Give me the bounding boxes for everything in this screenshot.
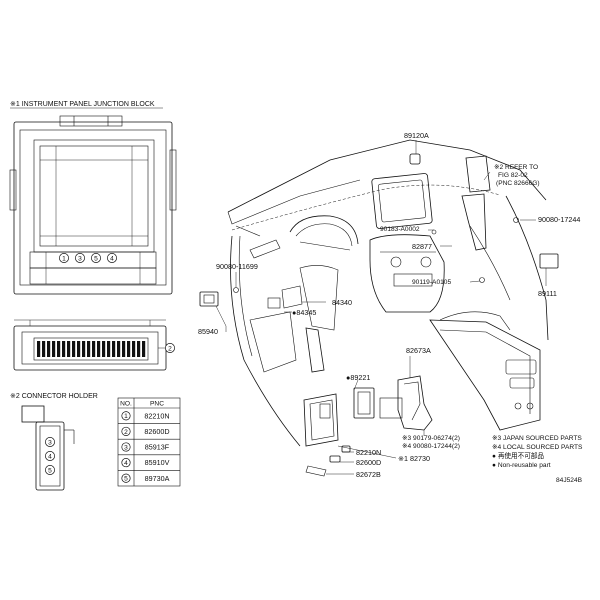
svg-text:(PNC 82666G): (PNC 82666G) bbox=[496, 180, 540, 187]
junction-callouts: 1 3 5 4 bbox=[59, 253, 117, 263]
legend: ※3 JAPAN SOURCED PARTS ※4 LOCAL SOURCED … bbox=[492, 435, 583, 484]
svg-text:85913F: 85913F bbox=[145, 443, 170, 452]
fuse-slot bbox=[82, 341, 86, 357]
table-row bbox=[121, 473, 131, 483]
part-label: 90119-A0105 bbox=[412, 279, 451, 286]
connector-holder-title: ※2 CONNECTOR HOLDER bbox=[10, 393, 98, 400]
table-row bbox=[121, 426, 131, 436]
part-label: ※4 90080-17244(2) bbox=[402, 443, 460, 450]
callout-5 bbox=[91, 253, 101, 263]
svg-text:● Non-reusable part: ● Non-reusable part bbox=[492, 462, 551, 469]
callout-3 bbox=[75, 253, 85, 263]
fuse-slot bbox=[87, 341, 91, 357]
fuse-slot bbox=[107, 341, 111, 357]
svg-text:2: 2 bbox=[124, 429, 128, 436]
fuse-slot bbox=[47, 341, 51, 357]
svg-text:3: 3 bbox=[78, 256, 82, 263]
part-label: 82673A bbox=[406, 346, 431, 355]
svg-text:3: 3 bbox=[48, 440, 52, 447]
part-labels: 89120A ※2 REFER TO FIG 82-02 (PNC 82666G… bbox=[198, 131, 580, 479]
leader-lines bbox=[215, 140, 547, 475]
part-label: 82672B bbox=[356, 470, 381, 479]
callout-2 bbox=[165, 343, 175, 353]
part-label: 84340 bbox=[332, 298, 352, 307]
part-label: 82877 bbox=[412, 242, 432, 251]
fuse-slot bbox=[102, 341, 106, 357]
part-label: 90080-17244 bbox=[538, 215, 580, 224]
fuse-slot bbox=[142, 341, 146, 357]
fuse-slot bbox=[97, 341, 101, 357]
connector-holder-callouts: 3 4 5 bbox=[45, 437, 55, 475]
fuse-slot bbox=[57, 341, 61, 357]
part-label: 89111 bbox=[538, 289, 557, 298]
fuse-slot bbox=[92, 341, 96, 357]
junction-block-title: ※1 INSTRUMENT PANEL JUNCTION BLOCK bbox=[10, 101, 155, 108]
part-label: 82600D bbox=[356, 458, 381, 467]
refer-note: ※2 REFER TO bbox=[494, 164, 538, 171]
table-row bbox=[121, 411, 131, 421]
fuse-slot bbox=[77, 341, 81, 357]
table-header-no: NO. bbox=[120, 401, 132, 408]
svg-text:FIG 82-02: FIG 82-02 bbox=[498, 172, 528, 179]
table-row bbox=[121, 442, 131, 452]
svg-text:82210N: 82210N bbox=[144, 411, 169, 420]
fuse-slot bbox=[112, 341, 116, 357]
fuse-slot bbox=[37, 341, 41, 357]
part-label: ※1 82730 bbox=[398, 454, 430, 463]
callout-1 bbox=[59, 253, 69, 263]
svg-text:5: 5 bbox=[48, 468, 52, 475]
fuse-slot bbox=[42, 341, 46, 357]
part-label: 90183-A0002 bbox=[380, 226, 420, 233]
svg-text:85910V: 85910V bbox=[145, 458, 170, 467]
fuse-slot bbox=[67, 341, 71, 357]
svg-text:※3 JAPAN SOURCED PARTS: ※3 JAPAN SOURCED PARTS bbox=[492, 435, 582, 442]
svg-text:1: 1 bbox=[124, 413, 128, 420]
svg-text:4: 4 bbox=[110, 256, 114, 263]
part-label: 85940 bbox=[198, 327, 218, 336]
svg-text:4: 4 bbox=[48, 454, 52, 461]
fuse-block-drawing bbox=[13, 319, 167, 371]
fuse-slot bbox=[132, 341, 136, 357]
fuse-slot bbox=[127, 341, 131, 357]
svg-text:4: 4 bbox=[124, 460, 128, 467]
fuse-slot bbox=[117, 341, 121, 357]
junction-block-drawing bbox=[9, 115, 177, 295]
fuse-slot bbox=[122, 341, 126, 357]
connector-pnc-table: NO. PNC 1 82210N 2 82600D 3 85913F 4 859… bbox=[117, 397, 181, 487]
callout-4 bbox=[107, 253, 117, 263]
fuse-slot bbox=[72, 341, 76, 357]
svg-text:2: 2 bbox=[168, 346, 172, 353]
fuse-slot bbox=[137, 341, 141, 357]
svg-text:82600D: 82600D bbox=[144, 427, 169, 436]
svg-text:5: 5 bbox=[124, 476, 128, 483]
svg-text:● 再使用不可部品: ● 再使用不可部品 bbox=[492, 451, 544, 460]
fuse-slot bbox=[52, 341, 56, 357]
part-label: 90080-11699 bbox=[216, 262, 258, 271]
svg-text:5: 5 bbox=[94, 256, 98, 263]
part-label: ●84345 bbox=[292, 308, 316, 317]
svg-text:3: 3 bbox=[124, 444, 128, 451]
part-label: ※3 90179-06274(2) bbox=[402, 435, 460, 442]
table-row bbox=[121, 458, 131, 468]
part-label: ●89221 bbox=[346, 373, 370, 382]
svg-text:89730A: 89730A bbox=[145, 474, 170, 483]
figure-code: 84J524B bbox=[556, 477, 583, 484]
dashboard-drawing bbox=[199, 139, 559, 477]
connector-holder-drawing bbox=[21, 405, 75, 491]
svg-text:※4 LOCAL SOURCED PARTS: ※4 LOCAL SOURCED PARTS bbox=[492, 444, 583, 451]
table-header-pnc: PNC bbox=[150, 401, 164, 408]
part-label: 82210N bbox=[356, 448, 381, 457]
part-label: 89120A bbox=[404, 131, 429, 140]
svg-text:1: 1 bbox=[62, 256, 66, 263]
fuse-slot bbox=[62, 341, 66, 357]
